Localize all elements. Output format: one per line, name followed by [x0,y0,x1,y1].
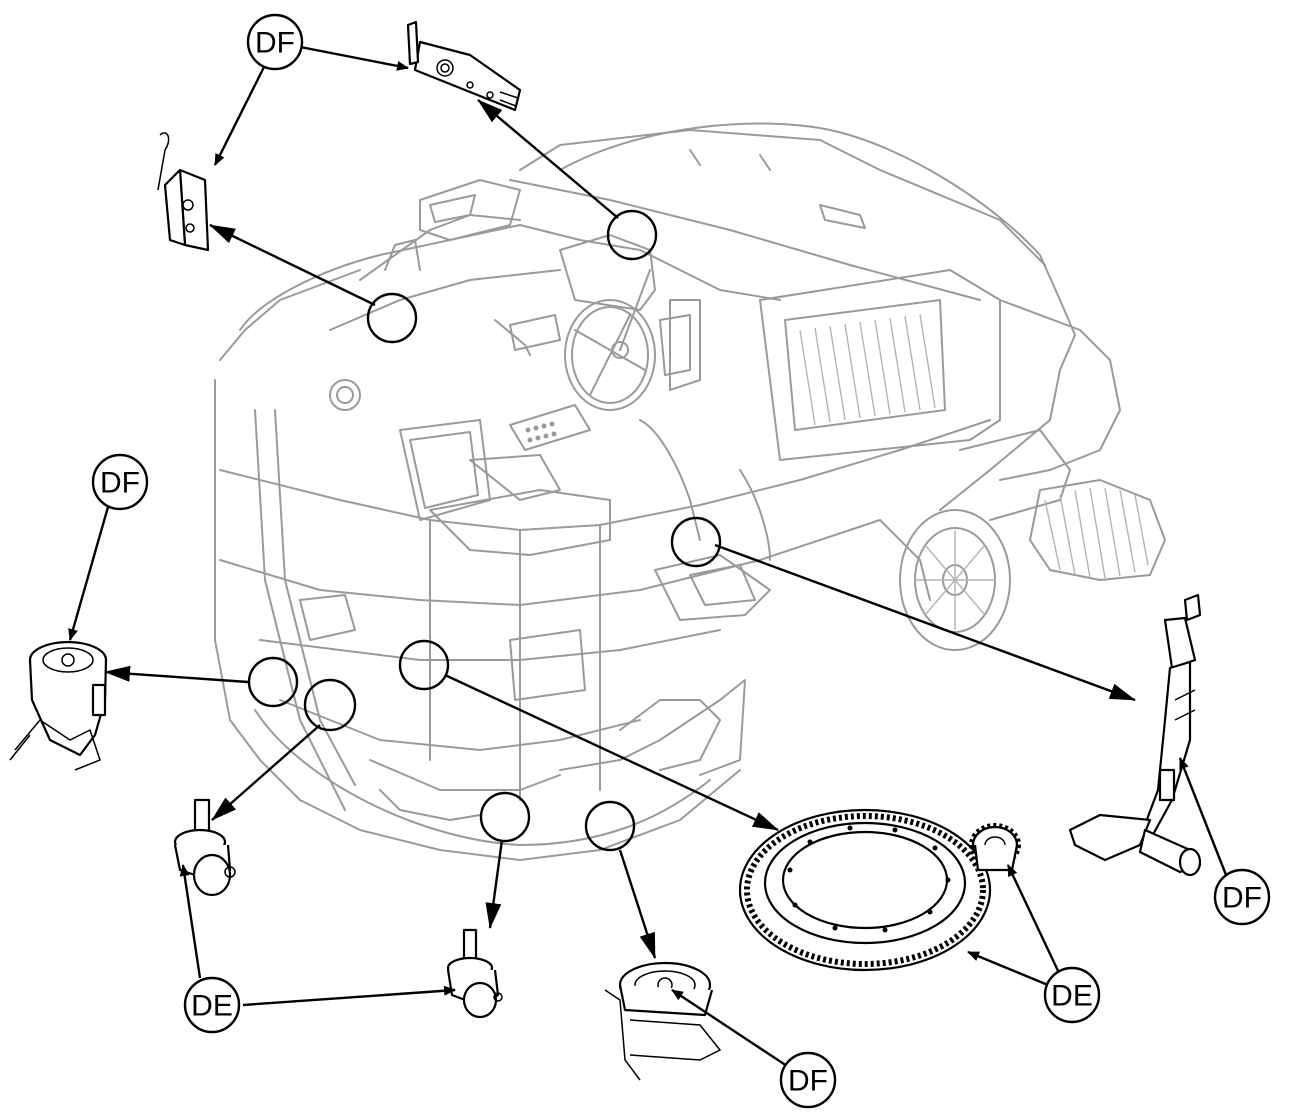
bumper-roller-bottom [604,961,722,1081]
label-df-bottom: DF [779,1051,837,1109]
label-de-bottom-left-text: DE [191,990,233,1023]
label-df-top: DF [246,13,304,71]
steering-column [564,269,656,411]
label-de-right: DE [1043,966,1101,1024]
callout-circles [247,209,722,852]
label-df-bottom-text: DF [788,1065,828,1098]
label-df-left-text: DF [100,467,140,500]
leader-lines [68,43,1230,1070]
operator-seat [399,419,611,556]
front-wheel [899,509,1011,651]
label-de-bottom-left: DE [183,976,241,1034]
bumper-roller-left [9,640,108,771]
label-de-right-text: DE [1051,980,1093,1013]
latch-part-top-left [157,132,210,252]
pedal-lever-right [1068,593,1202,877]
label-df-left: DF [91,453,149,511]
label-df-top-text: DF [255,27,295,60]
floor-scrubber-machine [214,122,1166,861]
swivel-caster-left [173,798,236,897]
label-df-right-text: DF [1222,882,1262,915]
swivel-caster-center [446,928,503,1019]
side-brush [1029,479,1166,581]
label-df-right: DF [1213,868,1271,926]
hinge-part-top [406,20,522,112]
slewing-ring-gear [738,808,1021,972]
